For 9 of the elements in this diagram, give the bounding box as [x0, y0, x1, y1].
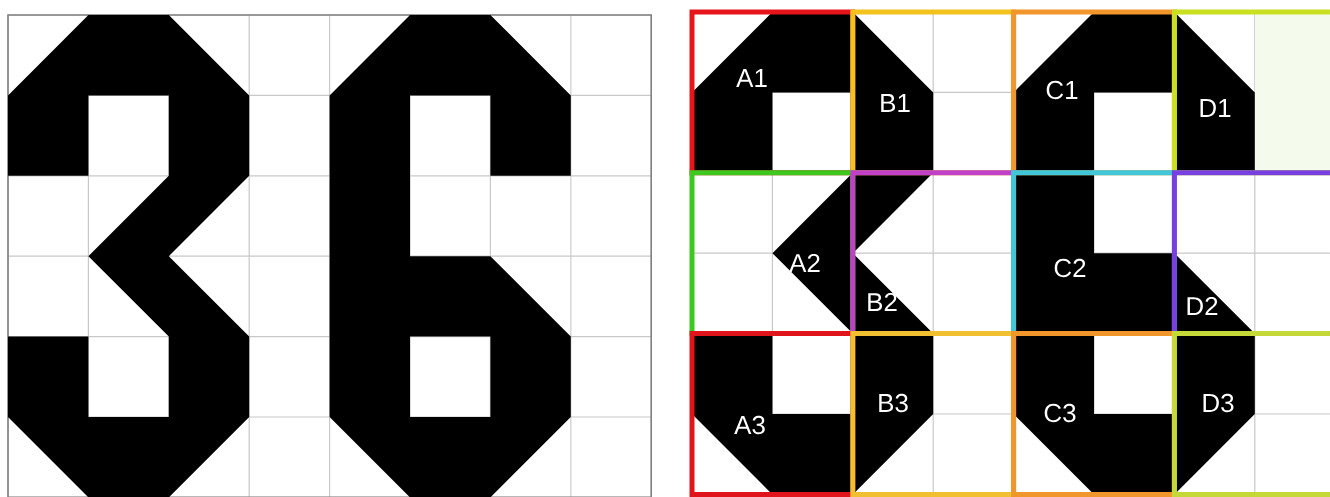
- grid-box: C1: [1011, 9, 1177, 176]
- grid-box: D1: [1171, 9, 1330, 176]
- grid-box: A2: [689, 170, 856, 337]
- grid-box: D3: [1171, 331, 1330, 497]
- grid-box: C3: [1011, 331, 1177, 497]
- grid-box: A3: [689, 331, 856, 497]
- grid-box: B3: [850, 331, 1017, 497]
- grid-box: B1: [850, 9, 1017, 176]
- grid-box: A1: [689, 9, 856, 176]
